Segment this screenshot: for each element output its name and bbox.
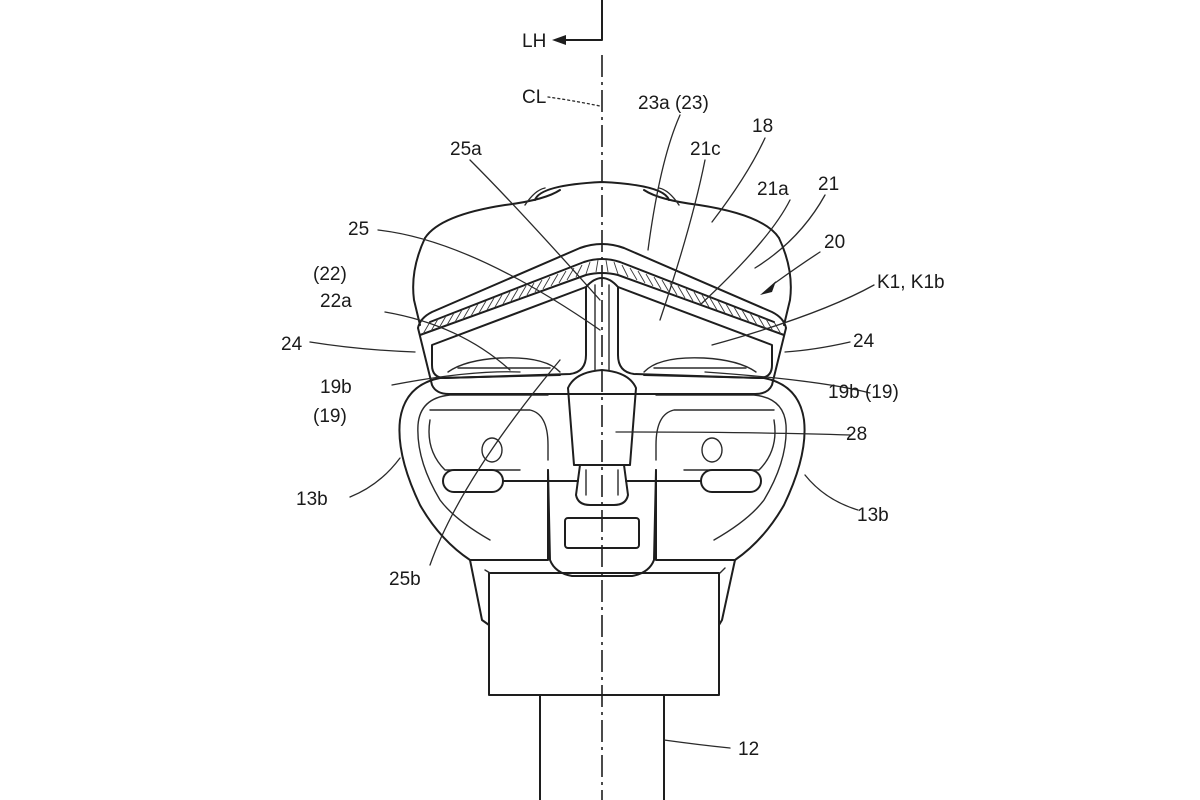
label-25: 25 bbox=[348, 219, 369, 240]
label-24-left: 24 bbox=[281, 334, 303, 355]
direction-indicator: LH bbox=[522, 0, 603, 52]
arrowhead-icon bbox=[760, 281, 776, 295]
label-22: (22) bbox=[313, 264, 347, 285]
label-19b-right: 19b (19) bbox=[828, 382, 899, 403]
label-13b-left: 13b bbox=[296, 489, 328, 510]
label-22a: 22a bbox=[320, 291, 352, 312]
label-21a: 21a bbox=[757, 179, 789, 200]
reference-labels: 23a (23) 18 21c 21a 21 20 K1, K1b 25a 25… bbox=[281, 93, 945, 760]
mudguard bbox=[469, 469, 736, 626]
turn-signal-left bbox=[442, 469, 579, 493]
label-13b-right: 13b bbox=[857, 505, 889, 526]
label-21: 21 bbox=[818, 174, 839, 195]
label-28: 28 bbox=[846, 424, 867, 445]
tail-lamp bbox=[417, 243, 787, 395]
centerline-leader bbox=[547, 96, 601, 107]
rear-cowl-left bbox=[398, 374, 561, 561]
turn-signal-right bbox=[625, 469, 762, 493]
label-12: 12 bbox=[738, 739, 759, 760]
label-24-right: 24 bbox=[853, 331, 875, 352]
label-20: 20 bbox=[824, 232, 845, 253]
direction-label: LH bbox=[522, 31, 546, 52]
label-k1: K1, K1b bbox=[877, 272, 945, 293]
rear-cowl-right bbox=[643, 374, 806, 561]
lower-block bbox=[488, 572, 720, 696]
stem-12 bbox=[539, 694, 665, 800]
label-23a: 23a (23) bbox=[638, 93, 709, 114]
label-25b: 25b bbox=[389, 569, 421, 590]
arrow-left-icon bbox=[552, 35, 566, 45]
centerline-label: CL bbox=[522, 87, 546, 108]
center-housing-28 bbox=[567, 369, 637, 506]
label-19b-left: 19b bbox=[320, 377, 352, 398]
label-19-left: (19) bbox=[313, 406, 347, 427]
label-25a: 25a bbox=[450, 139, 482, 160]
leader-lines bbox=[309, 114, 875, 749]
label-18: 18 bbox=[752, 116, 773, 137]
lens-hatching bbox=[422, 259, 782, 335]
label-21c: 21c bbox=[690, 139, 721, 160]
